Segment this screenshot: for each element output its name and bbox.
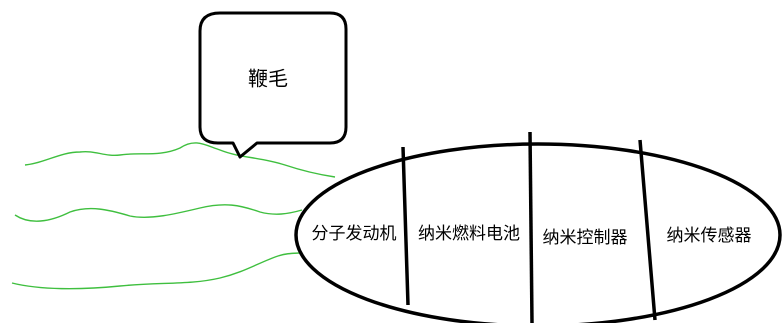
- divider-1: [401, 146, 410, 306]
- flagella-group: [11, 142, 336, 290]
- section-label-nano-fuel-cell: 纳米燃料电池: [418, 224, 520, 244]
- flagellum-middle: [14, 204, 303, 222]
- section-label-nano-sensor: 纳米传感器: [667, 226, 752, 246]
- section-dividers: [401, 131, 657, 323]
- section-label-nano-controller: 纳米控制器: [543, 228, 628, 248]
- callout-bubble: [198, 11, 348, 159]
- flagellum-bottom: [11, 251, 311, 290]
- nanobot-body: [294, 142, 782, 323]
- divider-2: [528, 131, 534, 323]
- callout-label: 鞭毛: [248, 67, 288, 91]
- flagellum-top: [24, 142, 336, 178]
- section-label-molecular-motor: 分子发动机: [312, 224, 397, 244]
- divider-3: [638, 139, 657, 321]
